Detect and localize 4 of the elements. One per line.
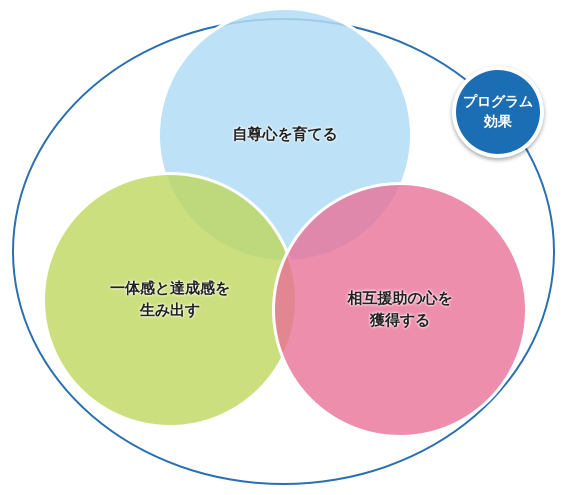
circle-label: 相互援助の心を獲得する	[346, 288, 454, 331]
badge-label: プログラム効果	[462, 92, 534, 132]
circle-label: 一体感と達成感を生み出す	[109, 278, 231, 321]
circle-label: 自尊心を育てる	[232, 124, 338, 146]
